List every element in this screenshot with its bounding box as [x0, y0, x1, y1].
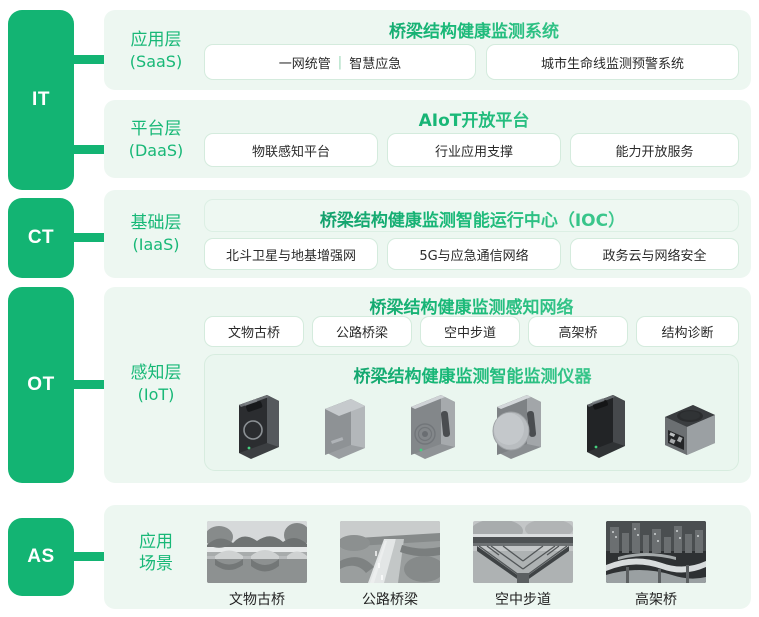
chip-iot-0-text: 文物古桥 [227, 326, 280, 341]
badge-it[interactable]: IT [8, 10, 74, 190]
panel-daas: 平台层 (DaaS) AIoT开放平台 物联感知平台 行业应用支撑 能力开放服务 [104, 100, 751, 178]
chip-iot-1-text: 公路桥梁 [335, 326, 388, 341]
layer-label-saas: 应用层 (SaaS) [118, 29, 194, 73]
chip-daas-0[interactable]: 物联感知平台 [204, 133, 378, 167]
caption-scenario-3: 高架桥 [635, 592, 677, 608]
caption-scenario-2: 空中步道 [495, 592, 551, 608]
device-plain-grey-box-sensor [315, 393, 377, 468]
panel-saas: 应用层 (SaaS) 桥梁结构健康监测系统 一网统管 | 智慧应急 城市生命线监… [104, 10, 751, 90]
layer-label-iaas-en: (IaaS) [132, 235, 180, 254]
badge-as[interactable]: AS [8, 518, 74, 596]
chip-daas-1[interactable]: 行业应用支撑 [387, 133, 561, 167]
layer-label-iot-cn: 感知层 [130, 363, 182, 383]
device-tray-title: 桥梁结构健康监测智能监测仪器 [205, 362, 740, 387]
layer-label-daas-en: (DaaS) [128, 141, 184, 160]
layer-label-iot: 感知层 (IoT) [118, 362, 194, 406]
badge-as-label: AS [27, 546, 55, 567]
chip-saas-0[interactable]: 一网统管 | 智慧应急 [204, 44, 476, 80]
chip-iaas-0[interactable]: 北斗卫星与地基增强网 [204, 238, 378, 270]
connector-ot-iot [74, 380, 108, 389]
chip-iot-0[interactable]: 文物古桥 [204, 316, 304, 347]
device-grey-sensor-with-ripple [401, 389, 467, 468]
chip-iot-2[interactable]: 空中步道 [420, 316, 520, 347]
chip-iaas-0-text: 北斗卫星与地基增强网 [225, 248, 356, 264]
chip-daas-0-text: 物联感知平台 [251, 144, 330, 160]
chip-iot-3-text: 高架桥 [558, 326, 598, 341]
connector-it-saas [74, 55, 108, 64]
chip-iot-1[interactable]: 公路桥梁 [312, 316, 412, 347]
chip-saas-0-text: 一网统管 [278, 56, 331, 72]
layer-label-iaas: 基础层 (IaaS) [118, 212, 194, 256]
panel-title-iot: 桥梁结构健康监测感知网络 [204, 293, 739, 318]
panel-title-daas: AIoT开放平台 [204, 106, 744, 131]
photo-highway-bridge [340, 521, 440, 583]
badge-ot[interactable]: OT [8, 287, 74, 483]
panel-title-iaas: 桥梁结构健康监测智能运行中心（IOC） [205, 206, 740, 231]
badge-it-label: IT [32, 89, 50, 110]
chip-saas-1-text: 城市生命线监测预警系统 [540, 56, 684, 72]
photo-skywalk-truss [473, 521, 573, 583]
panel-title-saas: 桥梁结构健康监测系统 [204, 17, 744, 42]
badge-ct-label: CT [27, 227, 55, 248]
chip-iot-4-text: 结构诊断 [661, 326, 714, 341]
layer-label-iaas-cn: 基础层 [130, 213, 182, 233]
photo-arch-stone-bridge [207, 521, 307, 583]
layer-label-daas: 平台层 (DaaS) [118, 118, 194, 162]
connector-as-scenarios [74, 552, 108, 561]
chip-daas-2-text: 能力开放服务 [615, 144, 694, 160]
device-disc-sensor [483, 389, 555, 468]
chip-iaas-2[interactable]: 政务云与网络安全 [570, 238, 739, 270]
layer-label-iot-en: (IoT) [137, 385, 175, 404]
panel-iot: 感知层 (IoT) 桥梁结构健康监测感知网络 文物古桥 公路桥梁 空中步道 高架… [104, 287, 751, 483]
device-tray: 桥梁结构健康监测智能监测仪器 [204, 354, 739, 471]
badge-ct[interactable]: CT [8, 198, 74, 278]
panel-iaas: 基础层 (IaaS) 桥梁结构健康监测智能运行中心（IOC） 北斗卫星与地基增强… [104, 190, 751, 278]
caption-scenario-0: 文物古桥 [229, 592, 285, 608]
layer-label-scenarios-line2: 场景 [139, 554, 173, 574]
layer-label-saas-en: (SaaS) [129, 52, 183, 71]
connector-ct-iaas [74, 233, 108, 242]
device-dark-slim-sensor [577, 391, 635, 468]
layer-label-scenarios: 应用 场景 [118, 531, 194, 575]
badge-ot-label: OT [27, 374, 55, 395]
chip-saas-1[interactable]: 城市生命线监测预警系统 [486, 44, 739, 80]
chip-daas-2[interactable]: 能力开放服务 [570, 133, 739, 167]
layer-label-saas-cn: 应用层 [130, 30, 182, 50]
chip-iot-3[interactable]: 高架桥 [528, 316, 628, 347]
chip-iaas-2-text: 政务云与网络安全 [602, 248, 707, 264]
chip-saas-0-text2: 智慧应急 [349, 56, 402, 72]
photo-city-viaduct [606, 521, 706, 583]
device-cube-sensor-with-display [657, 401, 725, 464]
chip-iot-2-text: 空中步道 [443, 326, 496, 341]
chip-iaas-1[interactable]: 5G与应急通信网络 [387, 238, 561, 270]
chip-separator: | [337, 54, 343, 70]
caption-scenario-1: 公路桥梁 [362, 592, 418, 608]
connector-it-daas [74, 145, 108, 154]
panel-scenarios: 应用 场景 文物古桥 [104, 505, 751, 609]
chip-daas-1-text: 行业应用支撑 [434, 144, 513, 160]
layer-label-daas-cn: 平台层 [130, 119, 182, 139]
layer-label-scenarios-line1: 应用 [139, 532, 173, 552]
chip-iaas-1-text: 5G与应急通信网络 [419, 248, 529, 264]
chip-iot-4[interactable]: 结构诊断 [636, 316, 739, 347]
device-dark-sensor-with-ring [227, 391, 289, 468]
titlebox-iaas: 桥梁结构健康监测智能运行中心（IOC） [204, 199, 739, 232]
